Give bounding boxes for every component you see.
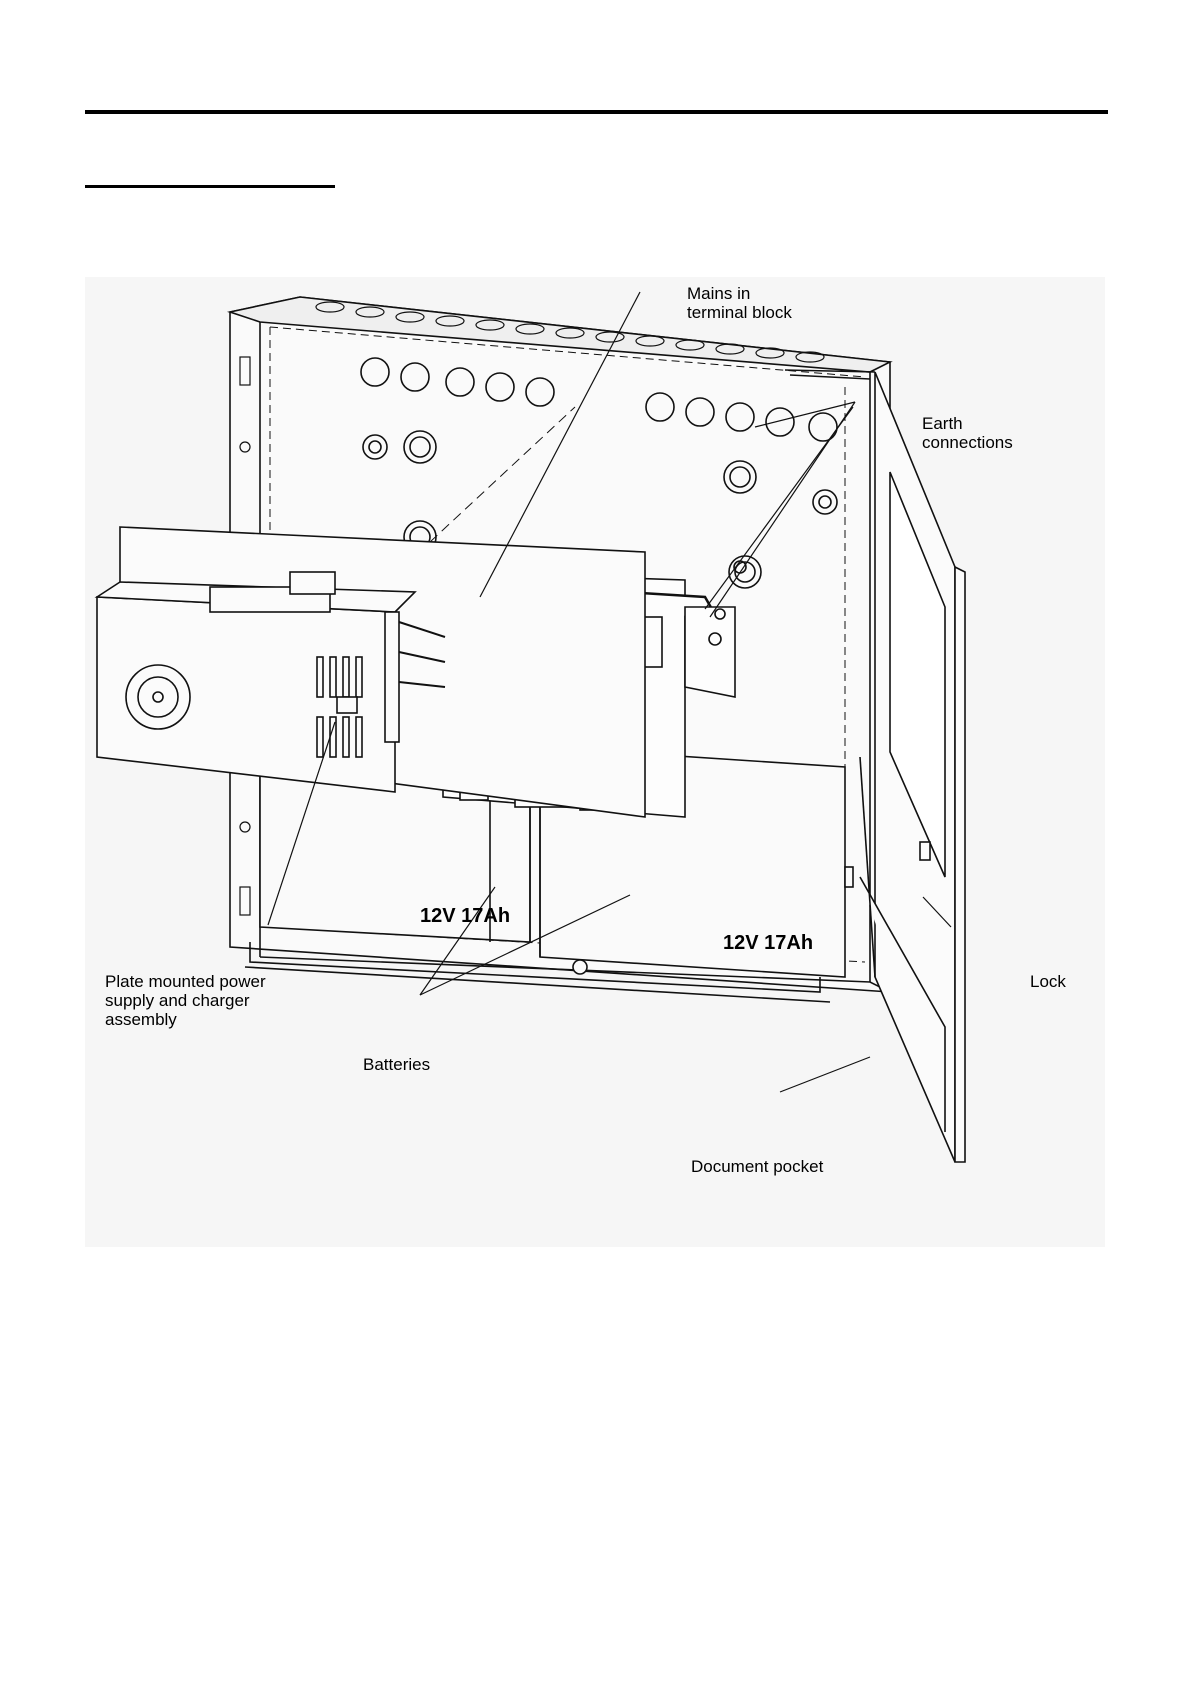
callout-document-pocket: Document pocket	[691, 1157, 823, 1176]
battery-label-right: 12V 17Ah	[723, 932, 813, 955]
callout-lock: Lock	[1030, 972, 1066, 991]
enclosure-diagram: Mains in terminal block Earth connection…	[85, 277, 1105, 1247]
callout-plate-mounted-psu: Plate mounted power supply and charger a…	[105, 972, 266, 1029]
section-heading-underline	[85, 185, 335, 188]
callout-batteries: Batteries	[363, 1055, 430, 1074]
page-header-rule	[85, 110, 1108, 114]
battery-label-left: 12V 17Ah	[420, 905, 510, 928]
psu-plate	[97, 527, 645, 817]
callout-earth-connections: Earth connections	[922, 414, 1013, 452]
callout-mains-terminal-block: Mains in terminal block	[687, 284, 792, 322]
